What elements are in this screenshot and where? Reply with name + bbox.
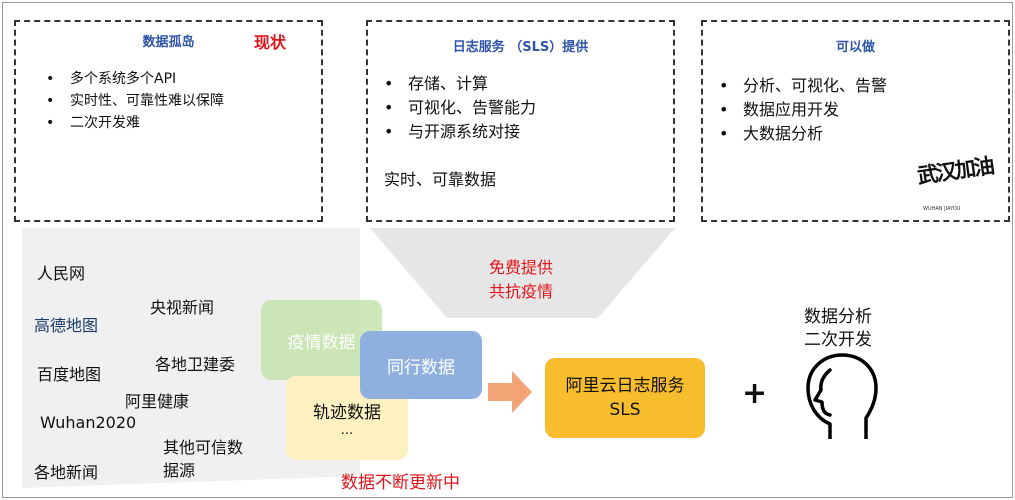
list-item: 大数据分析 [719, 122, 887, 146]
source-local-news: 各地新闻 [34, 463, 99, 482]
list-item: 二次开发难 [46, 112, 224, 134]
fight-epidemic-line: 共抗疫情 [488, 282, 553, 301]
list-item: 多个系统多个API [46, 68, 224, 90]
status-tag: 现状 [254, 33, 287, 52]
panel-title: 数据孤岛 [142, 35, 195, 50]
sls-provides-panel: 日志服务 （SLS）提供 存储、计算 可视化、告警能力 与开源系统对接 实时、可… [366, 20, 675, 222]
source-other-trusted: 其他可信数 [163, 438, 244, 457]
panel-note: 实时、可靠数据 [384, 170, 497, 189]
status-quo-panel: 数据孤岛 现状 多个系统多个API 实时性、可靠性难以保障 二次开发难 [14, 20, 323, 222]
list-item: 可视化、告警能力 [384, 96, 536, 120]
analysis-line2: 二次开发 [804, 330, 872, 350]
sls-box-line2: SLS [609, 400, 641, 420]
free-provide-line: 免费提供 [488, 258, 553, 277]
sls-funnel-shape [370, 228, 675, 318]
free-provide-label: 免费提供 共抗疫情 [461, 256, 581, 304]
human-head-icon [806, 353, 878, 439]
analysis-line1: 数据分析 [804, 307, 872, 327]
source-baidu-map: 百度地图 [37, 365, 102, 384]
analysis-label: 数据分析 二次开发 [790, 306, 886, 352]
list-item: 数据应用开发 [719, 98, 887, 122]
plus-sign: + [742, 376, 768, 411]
peer-data-box: 同行数据 [360, 331, 482, 399]
aliyun-sls-box: 阿里云日志服务 SLS [545, 358, 705, 438]
source-wuhan2020: Wuhan2020 [40, 413, 137, 432]
list-item: 分析、可视化、告警 [719, 74, 887, 98]
source-cctv-news: 央视新闻 [150, 298, 215, 317]
list-item: 与开源系统对接 [384, 120, 536, 144]
can-do-panel: 可以做 分析、可视化、告警 数据应用开发 大数据分析 武汉加油 WUHAN JI… [701, 20, 1010, 222]
source-amap: 高德地图 [34, 316, 99, 335]
list-item: 存储、计算 [384, 72, 536, 96]
stamp-calligraphy: 武汉加油 [915, 152, 995, 189]
source-other-trusted-cont: 据源 [163, 461, 196, 480]
box-ellipsis: ... [340, 423, 354, 438]
right-arrow-icon [488, 371, 532, 413]
capability-list: 存储、计算 可视化、告警能力 与开源系统对接 [384, 72, 536, 144]
box-label: 轨迹数据 [313, 403, 381, 423]
panel-title: 日志服务 （SLS）提供 [452, 40, 589, 55]
source-people-daily: 人民网 [37, 264, 86, 283]
panel-title: 可以做 [835, 40, 875, 55]
stamp-subtext: WUHAN JIAYOU [923, 206, 961, 212]
sources-funnel-shape [22, 228, 360, 488]
source-health-commissions: 各地卫建委 [155, 355, 236, 374]
source-ali-health: 阿里健康 [125, 392, 190, 411]
issue-list: 多个系统多个API 实时性、可靠性难以保障 二次开发难 [46, 68, 224, 134]
sls-box-line1: 阿里云日志服务 [565, 376, 685, 396]
box-label: 同行数据 [387, 357, 455, 378]
use-case-list: 分析、可视化、告警 数据应用开发 大数据分析 [719, 74, 887, 146]
list-item: 实时性、可靠性难以保障 [46, 90, 224, 112]
box-label: 疫情数据 [287, 332, 356, 353]
wuhan-jiayou-stamp: 武汉加油 WUHAN JIAYOU [915, 152, 995, 216]
updating-label: 数据不断更新中 [341, 473, 460, 493]
